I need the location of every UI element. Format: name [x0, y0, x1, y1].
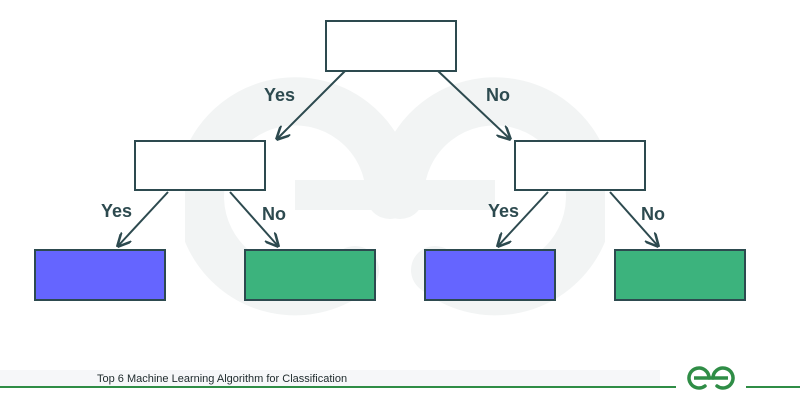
- edge-label-no: No: [641, 204, 665, 224]
- tree-edges: [0, 70, 800, 360]
- edge-label-yes: Yes: [264, 85, 296, 105]
- edge-left-right: [229, 191, 278, 246]
- edge-label-yes: Yes: [101, 201, 133, 221]
- edge-left-left: [118, 191, 169, 246]
- edge-root-left: [277, 70, 346, 139]
- edge-label-no: No: [262, 204, 286, 224]
- leaf-node-no: [244, 249, 376, 301]
- root-decision-node: [325, 20, 457, 72]
- leaf-node-yes: [424, 249, 556, 301]
- edge-label-yes: Yes: [488, 201, 520, 221]
- geeksforgeeks-logo-icon: [676, 361, 746, 395]
- leaf-node-yes: [34, 249, 166, 301]
- footer-caption: Top 6 Machine Learning Algorithm for Cla…: [97, 373, 348, 385]
- footer-strip: [0, 370, 660, 386]
- edge-right-left: [498, 191, 549, 246]
- edge-label-no: No: [486, 85, 510, 105]
- edge-root-right: [437, 70, 510, 139]
- left-decision-node: [134, 140, 266, 191]
- leaf-node-no: [614, 249, 746, 301]
- edge-right-right: [609, 191, 658, 246]
- right-decision-node: [514, 140, 646, 191]
- footer-divider: [0, 386, 800, 388]
